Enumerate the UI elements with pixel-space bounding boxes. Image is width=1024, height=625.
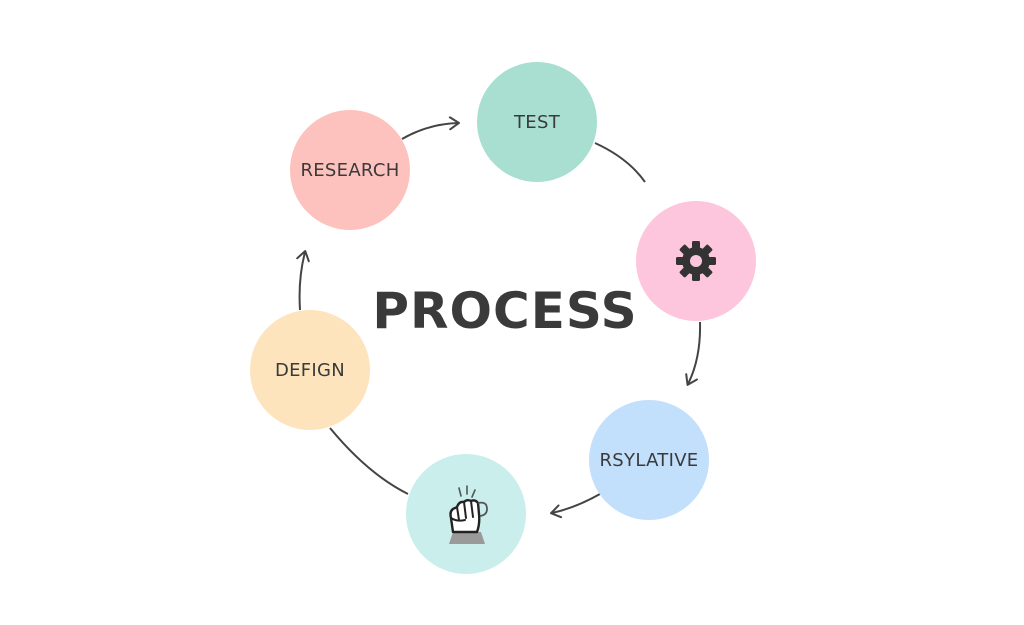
node-settings <box>636 201 756 321</box>
connector-settings-to-rsylative <box>685 321 702 386</box>
connector-rsylative-to-hand <box>550 493 601 519</box>
node-defign: DEFIGN <box>250 310 370 430</box>
node-rsylative-label: RSYLATIVE <box>599 449 699 471</box>
node-research: RESEARCH <box>290 110 410 230</box>
connector-research-to-test <box>401 116 460 140</box>
connector-test-to-settings <box>594 142 646 183</box>
node-hand <box>406 454 526 574</box>
fist-hand-icon <box>449 485 488 544</box>
node-test: TEST <box>477 62 597 182</box>
node-rsylative: RSYLATIVE <box>589 400 709 520</box>
node-test-label: TEST <box>514 111 560 133</box>
diagram-title: PROCESS <box>372 282 638 340</box>
gear-icon <box>676 241 716 281</box>
node-defign-label: DEFIGN <box>274 359 346 381</box>
connector-defign-to-research <box>296 250 310 311</box>
node-research-label: RESEARCH <box>300 159 400 181</box>
connector-hand-to-defign <box>329 427 409 495</box>
